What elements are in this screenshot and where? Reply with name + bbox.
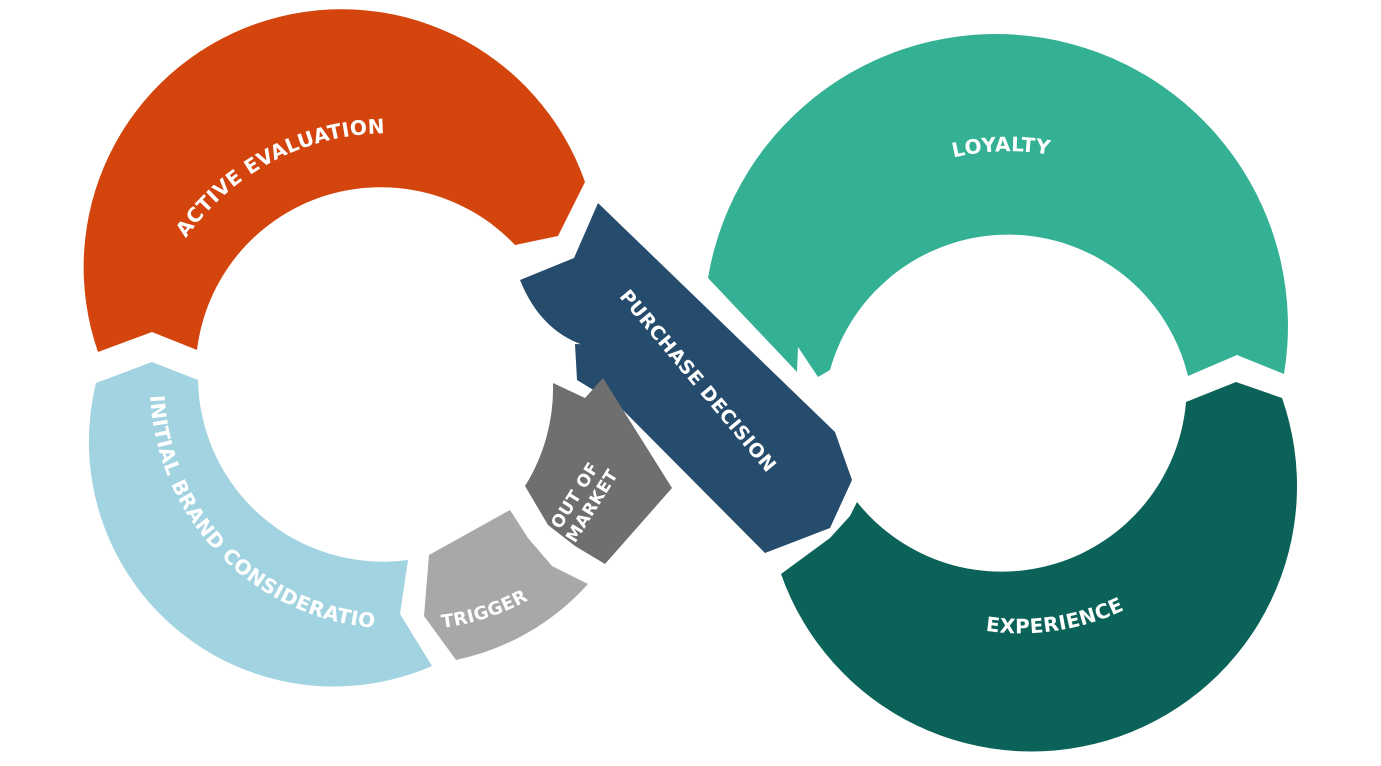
segment-trigger [424, 510, 588, 660]
segment-purchase-decision [520, 203, 852, 553]
segment-out-of-market [525, 378, 672, 564]
segment-initial-brand-consideration [88, 362, 432, 687]
segment-loyalty [708, 34, 1288, 378]
segment-experience [781, 382, 1298, 752]
segment-active-evaluation [83, 9, 586, 353]
